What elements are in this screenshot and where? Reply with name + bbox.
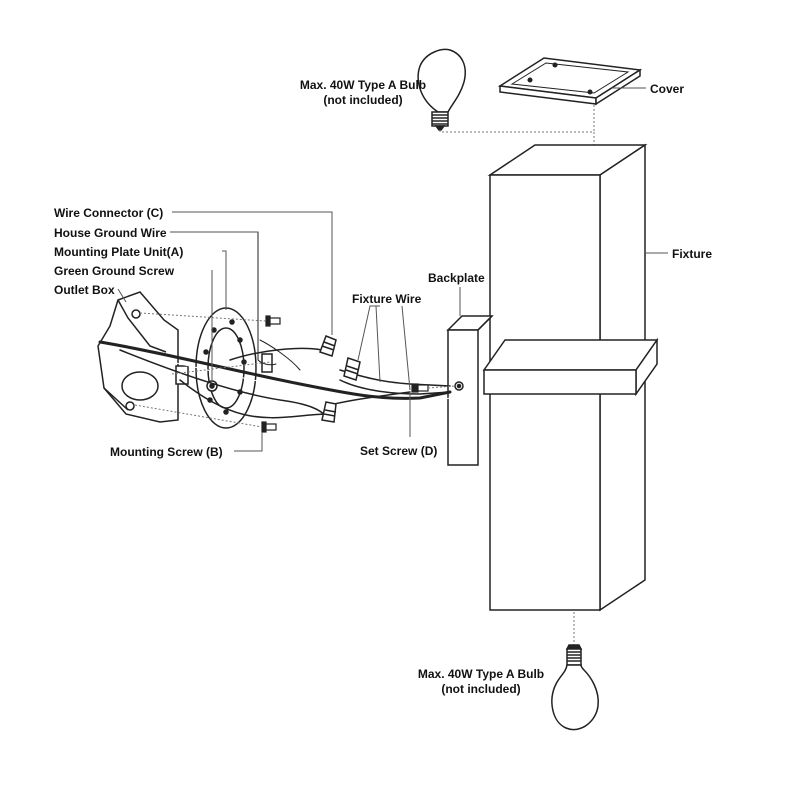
mounting-screw-lower	[261, 421, 277, 433]
top-bulb	[417, 48, 466, 131]
mounting-screw-upper	[265, 315, 281, 327]
fixture-wire-label: Fixture Wire	[352, 292, 422, 306]
wire-connector-middle	[343, 357, 361, 381]
outlet-box-label: Outlet Box	[54, 283, 115, 297]
wire-connector-lower	[321, 401, 337, 423]
green-ground-screw-label: Green Ground Screw	[54, 264, 175, 278]
wire-connector-upper	[319, 335, 337, 357]
outlet-box-leader	[117, 288, 127, 303]
wire-connector-label: Wire Connector (C)	[54, 206, 164, 220]
top-bulb-label-line2: (not included)	[323, 93, 403, 107]
left-guides	[134, 312, 456, 428]
backplate	[446, 315, 494, 466]
top-bulb-label-line1: Max. 40W Type A Bulb	[299, 78, 427, 92]
fixture-label: Fixture	[672, 247, 713, 261]
cover-plate	[497, 57, 643, 106]
bottom-bulb-label-line2: (not included)	[441, 682, 521, 696]
bottom-bulb	[551, 644, 599, 731]
fixture-band	[482, 337, 659, 397]
house-ground-wire-label: House Ground Wire	[54, 226, 167, 240]
set-screw-label: Set Screw (D)	[360, 444, 438, 458]
bottom-bulb-label-line1: Max. 40W Type A Bulb	[417, 667, 545, 681]
mounting-screw-label: Mounting Screw (B)	[110, 445, 223, 459]
left-leaders	[170, 211, 411, 452]
backplate-label: Backplate	[428, 271, 485, 285]
cover-label: Cover	[650, 82, 685, 96]
wires	[98, 231, 452, 419]
top-bulb-guide	[439, 130, 595, 145]
set-screw	[411, 383, 429, 393]
mounting-plate-unit-label: Mounting Plate Unit(A)	[54, 245, 184, 259]
